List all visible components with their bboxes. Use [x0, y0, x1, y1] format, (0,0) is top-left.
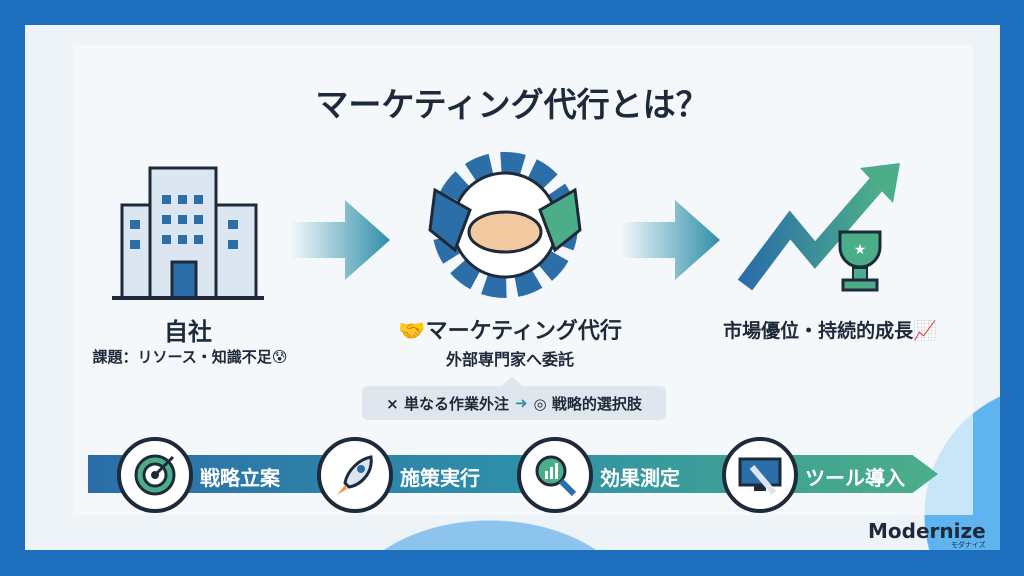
agency-heading: 🤝マーケティング代行	[380, 313, 640, 345]
strategic-choice-text: ◎ 戦略的選択肢	[533, 394, 642, 413]
building-icon	[112, 166, 264, 300]
growth-trophy-icon: ★	[737, 163, 900, 292]
monitor-wrench-icon	[722, 437, 798, 513]
company-issue: 課題：リソース・知識不足😰	[60, 346, 320, 367]
agency-heading-text: マーケティング代行	[425, 319, 622, 344]
flow-arrow	[620, 200, 720, 280]
comparison-bubble: × 単なる作業外注 ➜ ◎ 戦略的選択肢	[362, 376, 666, 420]
step-label: 効果測定	[600, 466, 680, 490]
outcome-heading: 市場優位・持続的成長📈	[700, 316, 960, 343]
page-title: マーケティング代行とは？	[315, 85, 709, 124]
target-icon	[117, 437, 193, 513]
rocket-icon	[317, 437, 393, 513]
chart-up-emoji-icon: 📈	[913, 320, 937, 342]
arrow-icon: ➜	[514, 394, 528, 412]
company-issue-text: 課題：リソース・知識不足	[92, 348, 272, 366]
step-label: ツール導入	[805, 466, 905, 490]
agency-sub: 外部専門家へ委託	[445, 350, 574, 369]
svg-text:★: ★	[854, 242, 867, 258]
magnifier-chart-icon	[517, 437, 593, 513]
not-outsourcing-text: × 単なる作業外注	[386, 394, 509, 413]
anxious-emoji-icon: 😰	[271, 348, 288, 366]
step-label: 施策実行	[400, 466, 480, 490]
slide-panel	[25, 25, 1000, 550]
logo-kana: モダナイズ	[950, 541, 986, 549]
handshake-emoji-icon: 🤝	[398, 319, 426, 344]
company-heading: 自社	[164, 318, 212, 346]
step-label: 戦略立案	[200, 466, 280, 490]
logo-text: Modernize	[868, 519, 986, 543]
flow-arrow	[290, 200, 390, 280]
outcome-heading-text: 市場優位・持続的成長	[723, 320, 914, 342]
gear-handshake-icon	[428, 152, 582, 298]
